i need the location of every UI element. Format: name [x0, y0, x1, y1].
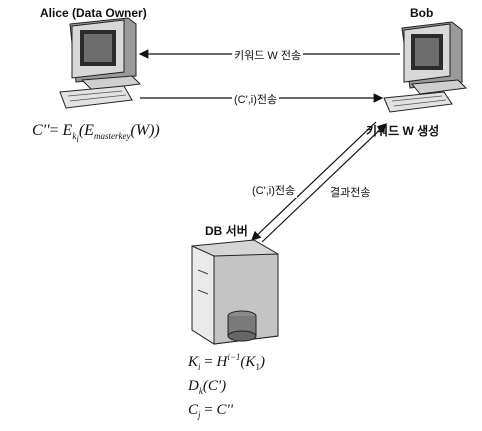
edge-label-result-send: 결과전송	[328, 184, 372, 200]
edge-label-alice-to-bob: (C',i)전송	[232, 91, 279, 107]
arrow-bob-to-db	[252, 122, 376, 240]
db-formula-decrypt: Dk(C')	[188, 378, 226, 396]
db-formula-key: Ki = Hi−1(K1)	[188, 352, 265, 372]
edge-label-bob-to-db: (C',i)전송	[250, 182, 297, 198]
alice-computer-icon	[60, 18, 140, 108]
db-server-icon	[192, 240, 278, 344]
alice-formula: C''= Eki(Emasterkey(W))	[32, 122, 160, 144]
bob-computer-icon	[384, 22, 466, 112]
bob-note: 키워드 W 생성	[366, 122, 439, 139]
db-formula-compare: Cj = C''	[188, 402, 233, 420]
edge-label-keyword-send: 키워드 W 전송	[232, 47, 303, 63]
